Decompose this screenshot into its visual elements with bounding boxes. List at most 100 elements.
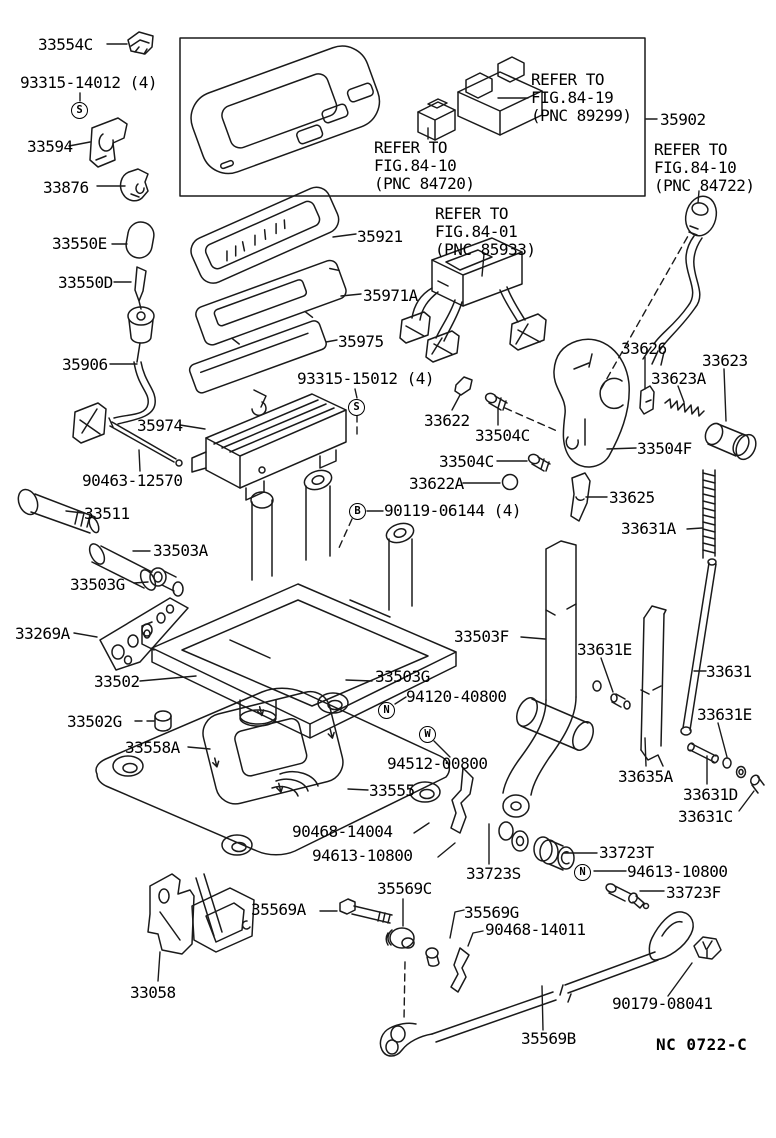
part-33504f-knob-drawing bbox=[554, 339, 629, 467]
part-label-35569c: 35569C bbox=[377, 879, 432, 898]
part-label-35902: 35902 bbox=[660, 110, 706, 129]
drawing-code: NC 0722-C bbox=[656, 1035, 748, 1054]
part-label-33550e: 33550E bbox=[52, 234, 107, 253]
circled-marker-b-icon: B bbox=[349, 503, 366, 520]
part-35569c-grommet-drawing bbox=[386, 928, 414, 948]
part-35975-clip-drawing bbox=[252, 390, 266, 415]
part-label-33623: 33623 bbox=[702, 351, 748, 370]
part-label-94512-00800: 94512-00800 bbox=[387, 754, 488, 773]
part-label-33555: 33555 bbox=[369, 781, 415, 800]
part-label-90468-14011: 90468-14011 bbox=[485, 920, 586, 939]
part-label-35921: 35921 bbox=[357, 227, 403, 246]
refer-note-fig-84-19: REFER TO FIG.84-19 (PNC 89299) bbox=[531, 70, 632, 125]
refer-note-fig-84-10-cable: REFER TO FIG.84-10 (PNC 84722) bbox=[654, 140, 755, 195]
part-label-33631c: 33631C bbox=[678, 807, 733, 826]
part-33723f-pin-drawing bbox=[605, 883, 649, 909]
part-label-33504c-a: 33504C bbox=[475, 426, 530, 445]
part-label-94613-10800-right: 94613-10800 bbox=[627, 862, 728, 881]
part-label-93315-14012: 93315-14012 (4) bbox=[20, 73, 158, 92]
leader-lines bbox=[66, 44, 754, 1030]
part-label-33503f: 33503F bbox=[454, 627, 509, 646]
part-33631e-lower-drawing bbox=[723, 758, 746, 778]
part-label-33723s: 33723S bbox=[466, 864, 521, 883]
circled-marker-n-icon: N bbox=[574, 864, 591, 881]
part-33622a-ball-drawing bbox=[503, 475, 518, 490]
part-label-35974: 35974 bbox=[137, 416, 183, 435]
part-module-85933-drawing bbox=[400, 238, 546, 362]
part-label-94120-40800: 94120-40800 bbox=[406, 687, 507, 706]
part-label-33594: 33594 bbox=[27, 137, 73, 156]
part-label-33631e-upper: 33631E bbox=[577, 640, 632, 659]
part-33623a-spring-drawing bbox=[665, 399, 704, 416]
part-label-33554c: 33554C bbox=[38, 35, 93, 54]
part-33554c-drawing bbox=[128, 32, 153, 54]
part-33631e-upper-drawing bbox=[593, 681, 630, 709]
part-33504c-screw-a-drawing bbox=[484, 392, 507, 410]
part-connector-84720-drawing bbox=[418, 99, 455, 140]
part-33550d-drawing bbox=[135, 267, 146, 309]
part-label-33723t: 33723T bbox=[599, 843, 654, 862]
part-label-33502g: 33502G bbox=[67, 712, 122, 731]
part-35569b-rod-drawing bbox=[380, 912, 693, 1056]
dashed-reference-lines bbox=[135, 236, 688, 1020]
part-label-35569b: 35569B bbox=[521, 1029, 576, 1048]
part-33876-drawing bbox=[121, 169, 148, 201]
part-33631-rod-drawing bbox=[681, 559, 716, 735]
part-33555-plate-drawing bbox=[96, 688, 449, 855]
part-90463-pin-drawing bbox=[109, 418, 182, 466]
part-33550e-drawing bbox=[124, 220, 156, 260]
part-33631a-spring-drawing bbox=[703, 470, 715, 558]
part-label-35975: 35975 bbox=[338, 332, 384, 351]
part-label-33635a: 33635A bbox=[618, 767, 673, 786]
part-label-33631: 33631 bbox=[706, 662, 752, 681]
part-35569g-ring-drawing bbox=[426, 948, 439, 966]
part-label-33550d: 33550D bbox=[58, 273, 113, 292]
part-33503g-left-drawing bbox=[150, 568, 183, 596]
part-bellcrank-drawing bbox=[451, 768, 473, 833]
part-35569a-bolt-drawing bbox=[340, 899, 392, 923]
part-label-33504c-b: 33504C bbox=[439, 452, 494, 471]
part-label-33631a: 33631A bbox=[621, 519, 676, 538]
part-label-33269a: 33269A bbox=[15, 624, 70, 643]
circled-marker-s-icon: S bbox=[348, 399, 365, 416]
part-label-33622a: 33622A bbox=[409, 474, 464, 493]
part-33622-clip-drawing bbox=[455, 377, 472, 395]
part-33058-bracket-drawing bbox=[148, 874, 254, 954]
part-35902-cable-drawing bbox=[643, 193, 720, 365]
part-90179-nut-drawing bbox=[694, 937, 721, 959]
part-label-33504f: 33504F bbox=[637, 439, 692, 458]
part-label-33622: 33622 bbox=[424, 411, 470, 430]
part-label-33511: 33511 bbox=[84, 504, 130, 523]
part-label-33058: 33058 bbox=[130, 983, 176, 1002]
part-label-90468-14004: 90468-14004 bbox=[292, 822, 393, 841]
part-label-90179-08041: 90179-08041 bbox=[612, 994, 713, 1013]
part-33635a-strip-drawing bbox=[641, 606, 666, 766]
refer-note-fig-84-01: REFER TO FIG.84-01 (PNC 85933) bbox=[435, 204, 536, 259]
part-35971a-plate-drawing bbox=[194, 258, 351, 354]
part-33504c-screw-b-drawing bbox=[527, 453, 550, 471]
part-33511-bolt-drawing bbox=[15, 487, 101, 534]
part-35974-housing-drawing bbox=[192, 394, 346, 500]
part-label-33503g-left: 33503G bbox=[70, 575, 125, 594]
part-label-33876: 33876 bbox=[43, 178, 89, 197]
part-33723s-rings-drawing bbox=[499, 822, 528, 851]
circled-marker-n-icon: N bbox=[378, 702, 395, 719]
part-label-33625: 33625 bbox=[609, 488, 655, 507]
part-label-90119-06144: 90119-06144 (4) bbox=[384, 501, 522, 520]
part-35906-cable-drawing bbox=[73, 307, 155, 443]
part-33623-button-drawing bbox=[702, 421, 760, 463]
part-35921-plate-drawing bbox=[187, 183, 344, 288]
part-label-33503g-right: 33503G bbox=[375, 667, 430, 686]
part-label-33723f: 33723F bbox=[666, 883, 721, 902]
part-33502g-cap-drawing bbox=[155, 711, 171, 731]
part-label-33623a: 33623A bbox=[651, 369, 706, 388]
circled-marker-s-icon: S bbox=[71, 102, 88, 119]
part-label-33631d: 33631D bbox=[683, 785, 738, 804]
part-label-33503a: 33503A bbox=[153, 541, 208, 560]
part-label-93315-15012: 93315-15012 (4) bbox=[297, 369, 435, 388]
circled-marker-w-icon: W bbox=[419, 726, 436, 743]
part-33594-drawing bbox=[90, 118, 127, 167]
part-label-33558a: 33558A bbox=[125, 738, 180, 757]
